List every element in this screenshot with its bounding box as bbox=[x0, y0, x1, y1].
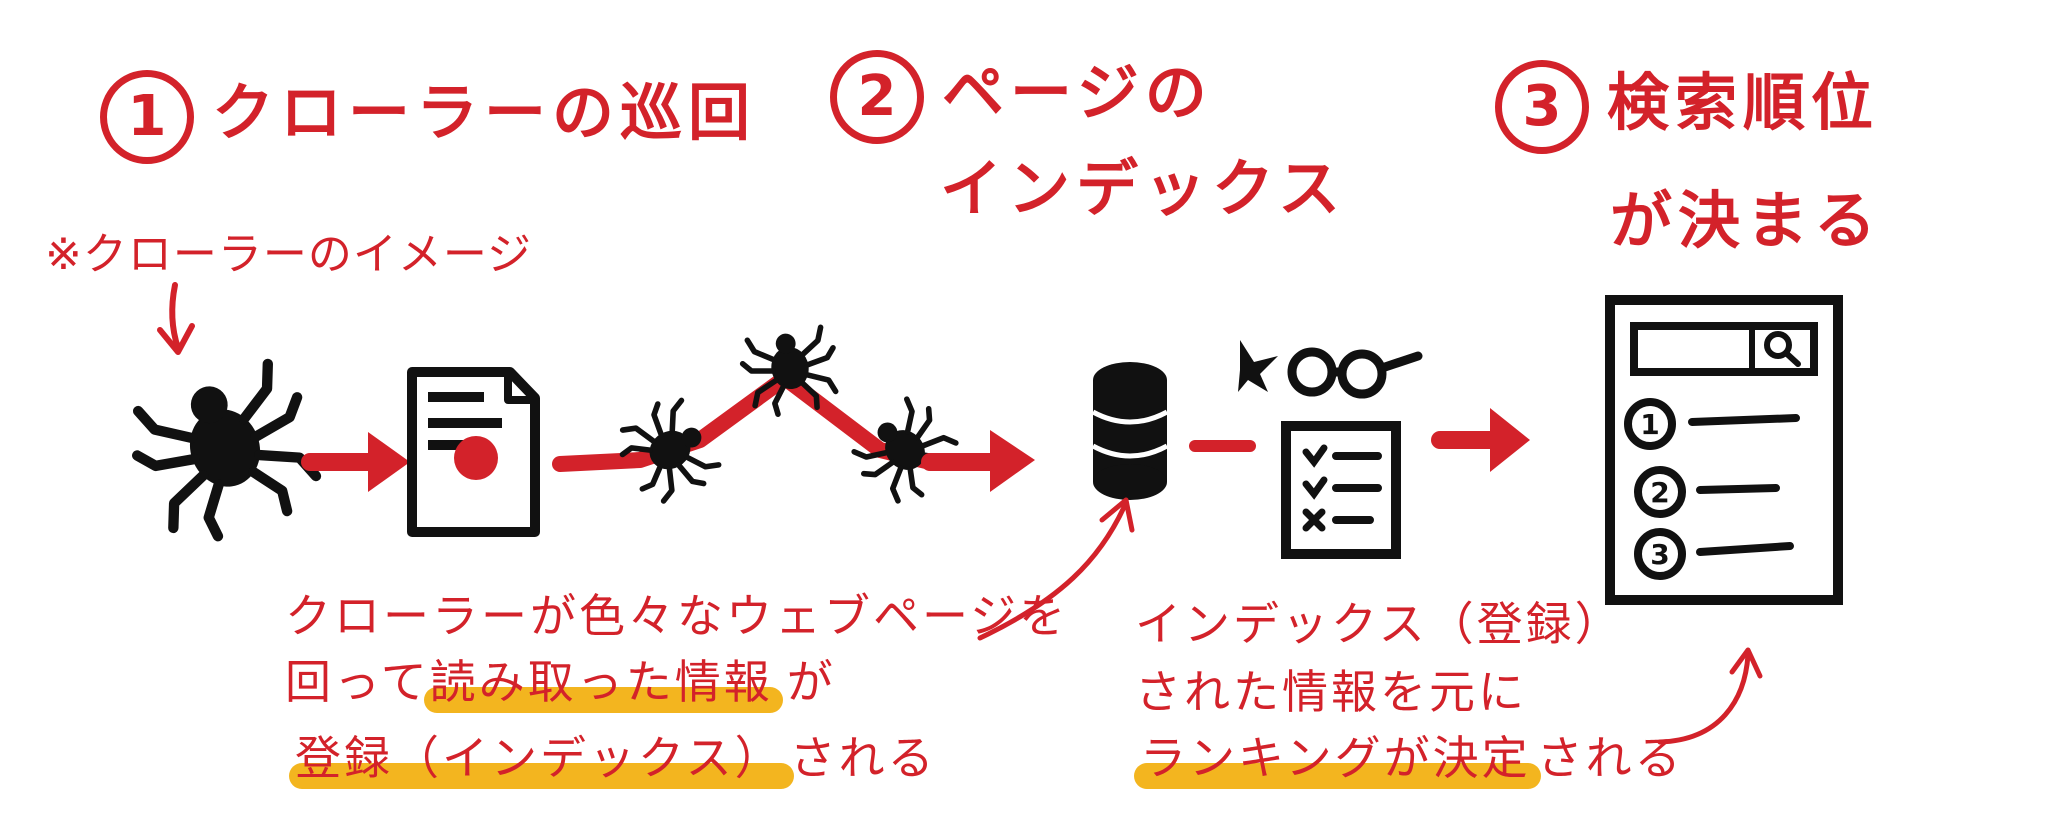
caption-right-arrow bbox=[1657, 652, 1751, 745]
magnifier-icon bbox=[1764, 331, 1792, 359]
caption-left-line2-b: が bbox=[786, 655, 836, 709]
caption-left-line3: 登録（インデックス）される bbox=[295, 722, 937, 788]
document-icon bbox=[407, 367, 540, 537]
result-rank-3: 3 bbox=[1650, 538, 1669, 571]
step1-number: 1 bbox=[100, 69, 194, 164]
step2-title-line2: インデックス bbox=[940, 138, 1346, 228]
sparkle-icon bbox=[1238, 340, 1278, 392]
spider-icon bbox=[123, 358, 332, 552]
caption-left-line3-highlight: 登録（インデックス） bbox=[295, 731, 784, 785]
step2-number: 2 bbox=[830, 49, 924, 144]
caption-right-line3: ランキングが決定される bbox=[1140, 722, 1684, 788]
step3-number: 3 bbox=[1495, 59, 1589, 154]
caption-left-line2-highlight: 読み取った情報 bbox=[429, 655, 773, 709]
database-icon bbox=[1091, 362, 1169, 500]
caption-left-line3-b: される bbox=[789, 731, 937, 785]
caption-right-line2: された情報を元に bbox=[1135, 665, 1527, 719]
caption-right-line3-highlight: ランキングが決定 bbox=[1140, 731, 1531, 785]
step1-title-text: クローラーの巡回 bbox=[212, 76, 757, 149]
caption-left-line2-a: 回って bbox=[285, 655, 430, 709]
note-arrow bbox=[169, 282, 181, 351]
crawl-path bbox=[552, 370, 938, 472]
checklist-icon bbox=[1281, 421, 1401, 559]
result-rank-2: 2 bbox=[1650, 476, 1669, 509]
caption-left-line1: クローラーが色々なウェブページを bbox=[285, 589, 1069, 643]
step2-title-line1: ページの bbox=[942, 56, 1213, 129]
step3-title-line1: 検索順位 bbox=[1607, 66, 1880, 139]
step3-title-line2-text: が決まる bbox=[1610, 184, 1883, 257]
caption-right-line3-b: される bbox=[1536, 731, 1684, 785]
result-rank-1: 1 bbox=[1640, 408, 1659, 441]
caption-left-arrow bbox=[977, 502, 1128, 641]
spider-small-icon-1 bbox=[609, 393, 723, 512]
caption-right-line1: インデックス（登録） bbox=[1135, 597, 1624, 651]
step3-title-line2: が決まる bbox=[1610, 170, 1882, 260]
glasses-icon bbox=[1287, 347, 1423, 399]
crawler-image-note: ※クローラーのイメージ bbox=[45, 229, 532, 280]
caption-left-line2: 回って読み取った情報が bbox=[285, 646, 836, 712]
search-results-page-icon: 1 2 3 bbox=[1605, 295, 1843, 605]
step2-title-line2-text: インデックス bbox=[940, 152, 1347, 225]
